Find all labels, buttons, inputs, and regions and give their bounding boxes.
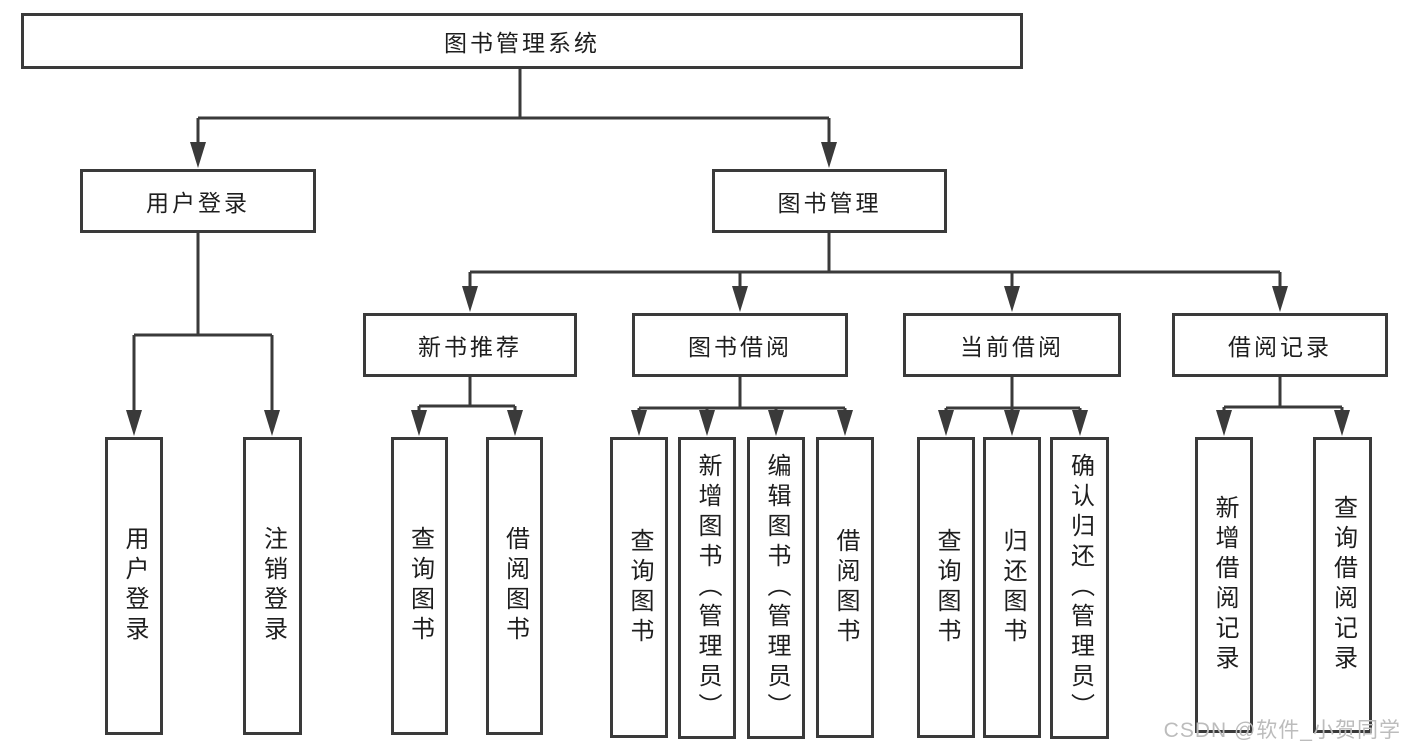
arrowhead-icon [1334,410,1350,436]
node-records-add-record: 新增借阅记录 [1195,437,1253,733]
arrowhead-icon [699,410,715,436]
node-borrowing-borrow-books: 借阅图书 [816,437,874,738]
node-label: 当前借阅 [960,334,1064,360]
arrowhead-icon [507,410,523,436]
node-label: 借阅记录 [1228,334,1332,360]
node-label: 查询图书 [933,527,960,648]
node-label: 图书借阅 [688,334,792,360]
arrowhead-icon [938,410,954,436]
node-current-confirm-return-admin: 确认归还（管理员） [1050,437,1109,739]
node-login-action: 用户登录 [105,437,163,735]
arrowhead-icon [264,410,280,436]
node-borrowing-query-books: 查询图书 [610,437,668,738]
node-label: 新增借阅记录 [1211,495,1238,675]
arrowhead-icon [732,286,748,312]
arrowhead-icon [821,142,837,168]
node-current-return-books: 归还图书 [983,437,1041,738]
node-label: 确认归还（管理员） [1066,453,1094,723]
node-label: 用户登录 [121,526,148,646]
node-label: 图书管理 [777,190,882,216]
arrowhead-icon [1272,286,1288,312]
arrowhead-icon [768,410,784,436]
arrowhead-icon [1004,286,1020,312]
node-records-query-record: 查询借阅记录 [1313,437,1372,733]
arrowhead-icon [1072,410,1088,436]
node-label: 用户登录 [146,190,250,216]
node-label: 查询图书 [406,526,434,646]
node-borrowing-edit-books-admin: 编辑图书（管理员） [747,437,805,739]
node-label: 编辑图书（管理员） [763,453,790,723]
node-book-management-system: 图书管理系统 [21,13,1023,69]
node-label: 查询图书 [626,527,653,648]
node-label: 查询借阅记录 [1329,495,1357,675]
node-label: 新增图书（管理员） [694,453,721,723]
node-newrec-query-books: 查询图书 [391,437,448,735]
csdn-watermark: CSDN @软件_小贺同学 [1163,719,1401,742]
arrowhead-icon [631,410,647,436]
arrowhead-icon [1004,410,1020,436]
node-label: 归还图书 [999,527,1026,648]
node-label: 图书管理系统 [444,30,600,56]
arrowhead-icon [126,410,142,436]
arrowhead-icon [462,286,478,312]
arrowhead-icon [190,142,206,168]
node-borrow-records: 借阅记录 [1172,313,1388,377]
node-logout-action: 注销登录 [243,437,302,735]
arrowhead-icon [411,410,427,436]
node-user-login: 用户登录 [80,169,316,233]
node-book-borrowing: 图书借阅 [632,313,848,377]
node-current-borrowing: 当前借阅 [903,313,1121,377]
node-borrowing-add-books-admin: 新增图书（管理员） [678,437,736,739]
node-book-management: 图书管理 [712,169,947,233]
node-label: 借阅图书 [501,526,529,646]
node-label: 借阅图书 [832,527,859,648]
node-new-book-recommend: 新书推荐 [363,313,577,377]
node-newrec-borrow-books: 借阅图书 [486,437,543,735]
node-current-query-books: 查询图书 [917,437,975,738]
node-label: 新书推荐 [418,334,522,360]
arrowhead-icon [837,410,853,436]
arrowhead-icon [1216,410,1232,436]
node-label: 注销登录 [259,526,287,646]
